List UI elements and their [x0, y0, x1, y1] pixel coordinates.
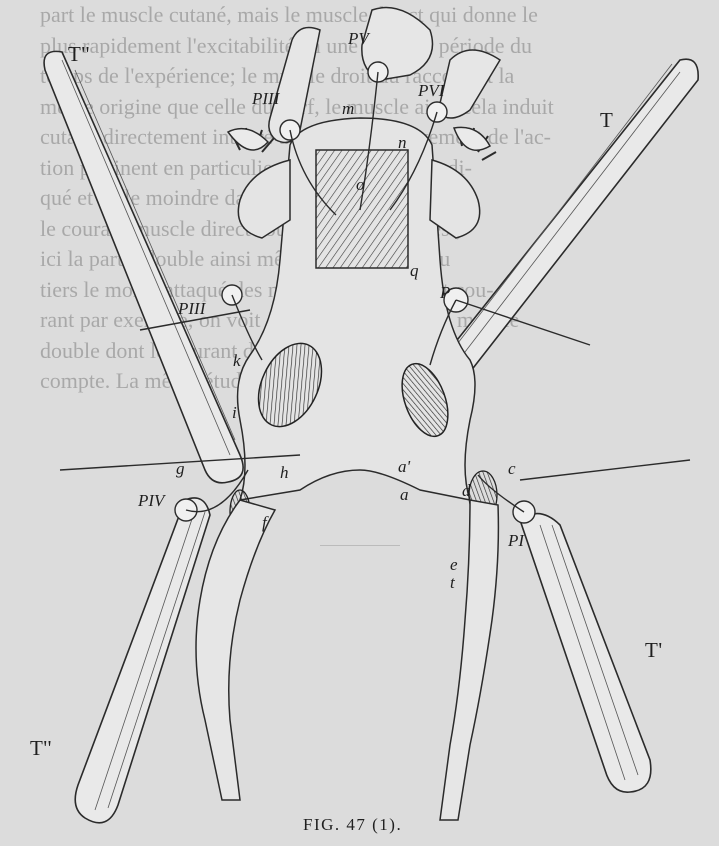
label-P-V: PV: [348, 30, 369, 47]
label-i: i: [232, 404, 237, 421]
label-q: q: [410, 262, 419, 279]
label-P: P: [440, 284, 450, 301]
label-P-III-top: PIII: [252, 90, 279, 107]
label-T: T: [600, 110, 613, 131]
label-d: d: [462, 482, 471, 499]
label-m: m: [342, 100, 354, 117]
label-k: k: [233, 352, 241, 369]
label-f: f: [262, 514, 267, 531]
label-T-second: T'': [68, 44, 90, 65]
label-T-double: T'': [30, 738, 52, 759]
label-P-VI: PVI: [418, 82, 444, 99]
tube-top-left: [44, 51, 243, 482]
label-n: n: [398, 134, 407, 151]
figure-caption: FIG. 47 (1).: [303, 815, 402, 835]
tube-bottom-right: [520, 514, 651, 793]
tube-bottom-left: [75, 498, 210, 823]
label-P-I: PI: [508, 532, 524, 549]
label-P-III: PIII: [178, 300, 205, 317]
label-t: t: [450, 574, 455, 591]
label-e: e: [450, 556, 458, 573]
label-T-prime: T': [645, 640, 663, 661]
label-h: h: [280, 464, 289, 481]
frog-legs: [196, 500, 498, 820]
label-P-IV: PIV: [138, 492, 164, 509]
label-a-prime: a': [398, 458, 410, 475]
label-c: c: [508, 460, 516, 477]
label-a: a: [400, 486, 409, 503]
label-g: g: [176, 460, 185, 477]
label-o: o: [356, 176, 365, 193]
